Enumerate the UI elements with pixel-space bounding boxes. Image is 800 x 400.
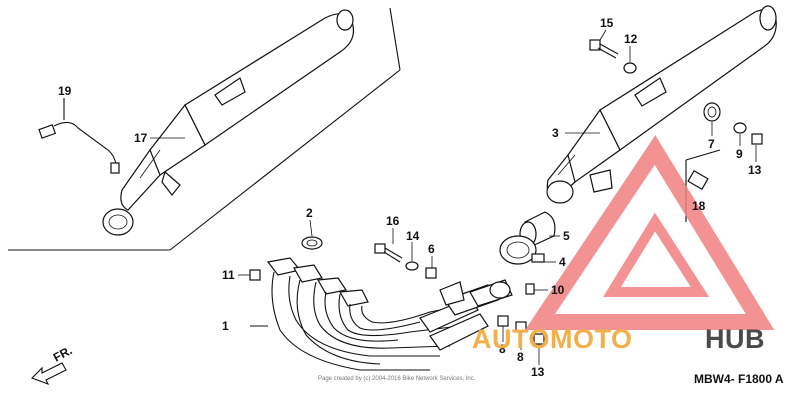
bolt-part-16 (374, 243, 403, 263)
washer-part-12 (623, 62, 637, 74)
callout-1: 1 (222, 319, 229, 333)
callout-7: 7 (708, 137, 715, 151)
copyright-text: Page created by (c) 2004-2016 Bike Netwo… (318, 376, 476, 382)
leader-lines (150, 29, 757, 365)
callout-2: 2 (306, 206, 313, 220)
nut-part-13-upper (751, 133, 763, 145)
callout-16: 16 (386, 214, 400, 228)
automotohub-watermark (525, 135, 775, 330)
callout-15: 15 (600, 16, 614, 30)
bolt-part-15 (589, 39, 619, 59)
callout-18: 18 (692, 199, 706, 213)
callout-8-a: 8 (499, 342, 506, 356)
callout-14: 14 (406, 229, 420, 243)
callout-3: 3 (552, 126, 559, 140)
oxygen-sensor-part-19 (38, 98, 120, 174)
clamp-part-4 (499, 235, 545, 265)
bolt-part-10 (525, 283, 535, 295)
callout-labels: 19 17 2 16 14 6 11 1 15 12 3 7 9 13 18 5… (58, 16, 762, 379)
washer-part-14 (405, 261, 419, 271)
nut-part-11 (249, 269, 261, 281)
callout-11: 11 (222, 268, 235, 282)
collar-part-9 (733, 122, 747, 134)
left-muffler-inset-frame (8, 7, 401, 251)
watermark-text-automoto: AUTOMOTO (472, 324, 633, 354)
callout-13-lower: 13 (531, 365, 545, 379)
callout-12: 12 (624, 32, 638, 46)
callout-19: 19 (58, 84, 72, 98)
callout-9: 9 (736, 147, 743, 161)
nut-part-6 (425, 267, 437, 279)
rubber-part-7 (703, 102, 721, 122)
callout-8-b: 8 (517, 350, 524, 364)
callout-6: 6 (428, 242, 435, 256)
exhaust-header-part-1 (250, 257, 513, 371)
right-muffler-part-3 (546, 5, 777, 204)
callout-13-upper: 13 (748, 163, 762, 177)
callout-10: 10 (551, 283, 565, 297)
watermark-text-hub: HUB (705, 324, 765, 354)
left-muffler-part-17 (102, 9, 355, 236)
front-label: FR. (51, 343, 75, 364)
callout-4: 4 (559, 255, 566, 269)
front-direction-arrow (31, 362, 67, 386)
washer-part-2 (301, 236, 323, 250)
drawing-code: MBW4- F1800 A (694, 372, 784, 386)
callout-17: 17 (134, 131, 148, 145)
callout-5: 5 (563, 229, 570, 243)
